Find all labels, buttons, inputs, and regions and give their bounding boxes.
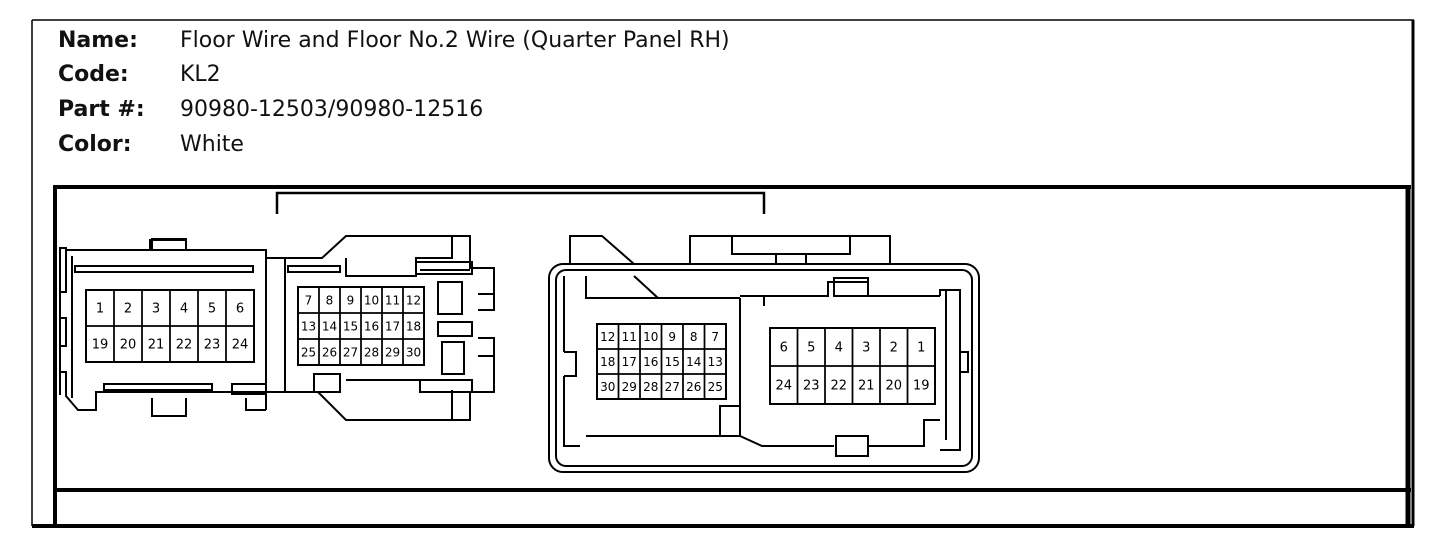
pin-number-22: 22 xyxy=(176,338,193,353)
pin-number-10: 10 xyxy=(643,330,658,344)
pin-number-27: 27 xyxy=(343,345,358,359)
pin-number-14: 14 xyxy=(686,355,701,369)
pin-number-5: 5 xyxy=(208,302,216,317)
pin-number-17: 17 xyxy=(622,355,637,369)
left-connector-body xyxy=(59,235,495,421)
pin-number-28: 28 xyxy=(364,345,379,359)
pin-number-23: 23 xyxy=(204,338,221,353)
pin-number-16: 16 xyxy=(643,355,658,369)
connector-bracket xyxy=(275,191,766,214)
pin-number-25: 25 xyxy=(301,345,316,359)
pin-number-20: 20 xyxy=(120,338,137,353)
pin-number-22: 22 xyxy=(830,379,847,394)
pin-number-1: 1 xyxy=(96,302,104,317)
pin-number-14: 14 xyxy=(322,319,337,333)
pin-number-9: 9 xyxy=(668,330,676,344)
code-value: KL2 xyxy=(180,62,221,87)
pin-number-7: 7 xyxy=(305,293,313,307)
pin-number-10: 10 xyxy=(364,293,379,307)
pin-number-13: 13 xyxy=(708,355,723,369)
pin-number-2: 2 xyxy=(890,341,898,356)
pin-number-15: 15 xyxy=(665,355,680,369)
pin-number-18: 18 xyxy=(600,355,615,369)
right-connector-body xyxy=(548,235,980,473)
pin-number-30: 30 xyxy=(406,345,421,359)
pin-number-11: 11 xyxy=(622,330,637,344)
connector-info: Name: Floor Wire and Floor No.2 Wire (Qu… xyxy=(58,28,958,168)
pin-number-21: 21 xyxy=(148,338,165,353)
pin-number-6: 6 xyxy=(780,341,788,356)
pin-number-17: 17 xyxy=(385,319,400,333)
pin-number-24: 24 xyxy=(232,338,249,353)
pin-number-11: 11 xyxy=(385,293,400,307)
pin-number-26: 26 xyxy=(322,345,337,359)
pin-number-3: 3 xyxy=(152,302,160,317)
pin-number-15: 15 xyxy=(343,319,358,333)
pin-number-19: 19 xyxy=(92,338,109,353)
pin-number-30: 30 xyxy=(600,380,615,394)
pin-number-3: 3 xyxy=(862,341,870,356)
pin-number-7: 7 xyxy=(711,330,719,344)
diagram-frame xyxy=(53,185,1411,526)
pin-number-27: 27 xyxy=(665,380,680,394)
color-label: Color: xyxy=(58,132,132,157)
color-value: White xyxy=(180,132,244,157)
pin-number-13: 13 xyxy=(301,319,316,333)
cavity-cell xyxy=(402,338,425,366)
part-label: Part #: xyxy=(58,97,145,122)
cavity-cell xyxy=(225,325,255,363)
part-value: 90980-12503/90980-12516 xyxy=(180,97,484,122)
pin-number-1: 1 xyxy=(917,341,925,356)
pin-number-8: 8 xyxy=(326,293,334,307)
pin-number-2: 2 xyxy=(124,302,132,317)
pin-number-26: 26 xyxy=(686,380,701,394)
pin-number-5: 5 xyxy=(807,341,815,356)
pin-number-9: 9 xyxy=(347,293,355,307)
pin-number-12: 12 xyxy=(600,330,615,344)
pin-number-4: 4 xyxy=(835,341,843,356)
pin-number-12: 12 xyxy=(406,293,421,307)
code-label: Code: xyxy=(58,62,129,87)
pin-number-24: 24 xyxy=(775,379,792,394)
name-value: Floor Wire and Floor No.2 Wire (Quarter … xyxy=(180,28,730,53)
pin-number-6: 6 xyxy=(236,302,244,317)
pin-number-4: 4 xyxy=(180,302,188,317)
pin-number-20: 20 xyxy=(885,379,902,394)
pin-number-28: 28 xyxy=(643,380,658,394)
pin-number-18: 18 xyxy=(406,319,421,333)
cavity-cell xyxy=(906,365,936,405)
pin-number-29: 29 xyxy=(622,380,637,394)
pin-number-8: 8 xyxy=(690,330,698,344)
pin-number-16: 16 xyxy=(364,319,379,333)
pin-number-23: 23 xyxy=(803,379,820,394)
pin-number-19: 19 xyxy=(913,379,930,394)
pin-number-25: 25 xyxy=(708,380,723,394)
pin-number-21: 21 xyxy=(858,379,875,394)
pin-number-29: 29 xyxy=(385,345,400,359)
cavity-cell xyxy=(703,373,727,400)
outer-frame xyxy=(31,19,1415,528)
name-label: Name: xyxy=(58,28,138,53)
